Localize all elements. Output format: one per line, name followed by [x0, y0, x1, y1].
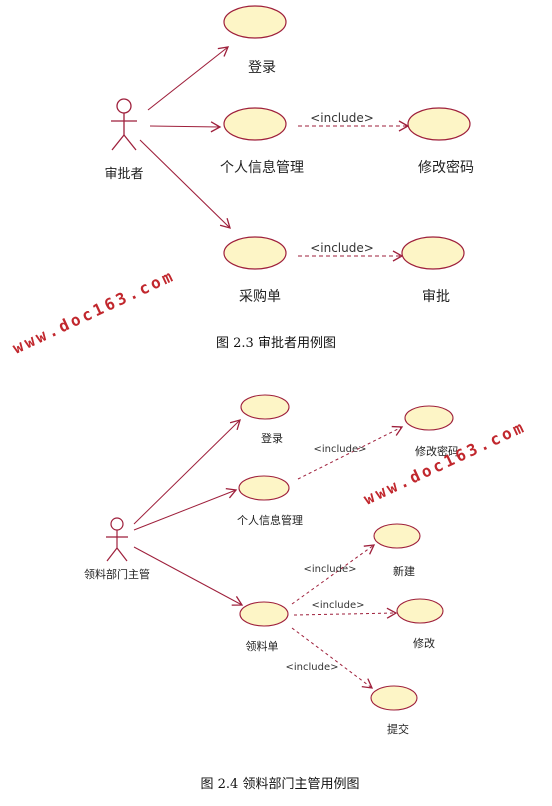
include-label-2d: <include>: [286, 662, 339, 673]
include-label-1b: <include>: [310, 241, 374, 255]
actor-approver-label: 审批者: [104, 167, 143, 182]
watermark-2: www.doc163.com: [361, 417, 529, 509]
include-submit: [291, 627, 374, 689]
association-material-order: [133, 546, 244, 606]
association-login: [147, 46, 230, 111]
actor-department-head: [106, 517, 128, 562]
include-label-2a: <include>: [314, 444, 367, 455]
use-case-new-label: 新建: [393, 564, 415, 578]
include-new: [291, 544, 376, 605]
watermark-1: www.doc163.com: [10, 266, 178, 358]
use-case-personal-info-label: 个人信息管理: [220, 159, 304, 176]
use-case-material-order-ellipse: [239, 601, 289, 627]
include-label-2b: <include>: [304, 564, 357, 575]
use-case-material-order-label: 领料单: [246, 639, 279, 653]
associations-1: [139, 46, 231, 229]
use-case-login-ellipse: [223, 5, 287, 39]
use-cases-1: [223, 5, 471, 270]
use-case-login-2-label: 登录: [261, 431, 283, 445]
use-case-submit-ellipse: [370, 685, 418, 711]
association-personal-info-2: [133, 487, 238, 531]
use-case-approve-label: 审批: [422, 289, 450, 305]
use-case-approve-ellipse: [401, 236, 465, 270]
use-case-change-password-ellipse: [407, 107, 471, 141]
use-case-modify-ellipse: [396, 598, 444, 624]
association-login-2: [133, 419, 241, 525]
use-case-personal-info-2-label: 个人信息管理: [237, 513, 303, 527]
diagram-2-3: 审批者 <include> <include> 登录 个人信息管理 修改密码 采…: [104, 5, 474, 351]
actor-department-head-label: 领料部门主管: [84, 567, 150, 581]
use-case-purchase-order-ellipse: [223, 236, 287, 270]
include-modify: [293, 607, 398, 619]
include-change-password-2: [297, 425, 404, 480]
use-case-change-password-label: 修改密码: [418, 159, 474, 176]
includes-1: [298, 120, 410, 262]
use-case-modify-label: 修改: [413, 636, 435, 650]
use-case-personal-info-2-ellipse: [238, 475, 290, 501]
use-cases-2: [238, 394, 454, 711]
caption-2-4: 图 2.4 领料部门主管用例图: [201, 777, 360, 792]
caption-2-3: 图 2.3 审批者用例图: [216, 336, 336, 351]
include-label-2c: <include>: [312, 600, 365, 611]
use-case-purchase-order-label: 采购单: [239, 289, 281, 305]
use-case-personal-info-ellipse: [223, 107, 287, 141]
include-label-1a: <include>: [310, 111, 374, 125]
use-case-submit-label: 提交: [387, 722, 409, 736]
associations-2: [133, 419, 244, 606]
use-case-change-password-2-label: 修改密码: [415, 444, 459, 458]
actor-approver: [111, 98, 137, 151]
includes-2: [291, 425, 404, 689]
use-case-change-password-2-ellipse: [404, 405, 454, 431]
association-purchase-order: [139, 139, 231, 229]
use-case-login-label: 登录: [248, 60, 276, 76]
use-case-login-2-ellipse: [240, 394, 290, 420]
diagram-2-4: 领料部门主管 <include> <include> <include> <in…: [84, 394, 459, 792]
use-case-new-ellipse: [373, 523, 421, 549]
association-personal-info: [149, 121, 222, 133]
